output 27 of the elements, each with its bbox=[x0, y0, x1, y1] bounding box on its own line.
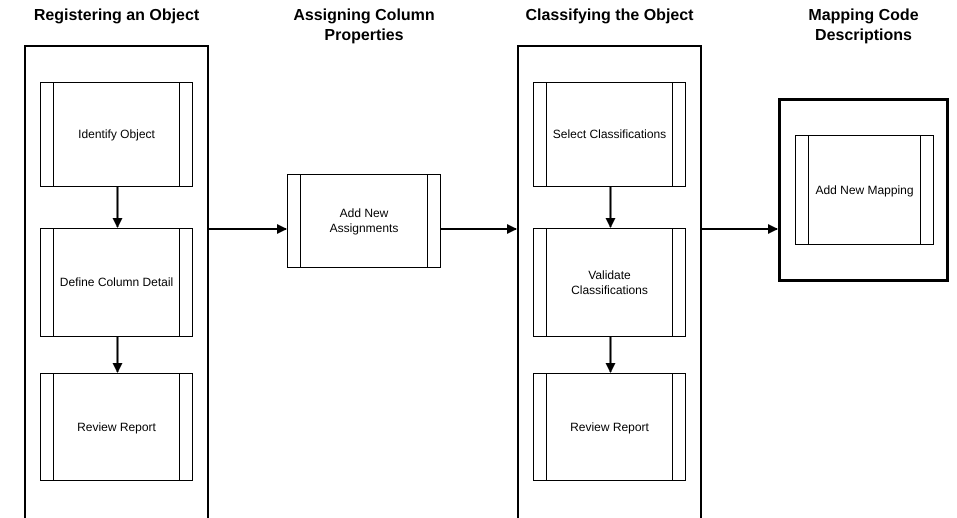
process-box bbox=[40, 82, 193, 187]
step-label: Select Classifications bbox=[552, 127, 668, 142]
process-box bbox=[795, 135, 934, 245]
panel-heading: Registering an Object bbox=[34, 6, 200, 26]
panel-heading: Classifying the Object bbox=[525, 6, 694, 26]
process-box bbox=[533, 82, 686, 187]
step-label: Define Column Detail bbox=[58, 275, 174, 290]
arrow bbox=[112, 337, 122, 373]
column-heading: Assigning Column Properties bbox=[292, 6, 436, 46]
step-label: Add New Mapping bbox=[814, 182, 915, 198]
step-label: Add New Assignments bbox=[328, 206, 400, 236]
step-label: Review Report bbox=[569, 420, 650, 434]
process-box bbox=[40, 228, 193, 337]
process-box bbox=[533, 373, 686, 481]
process-box bbox=[40, 373, 193, 481]
step-label: Validate Classifications bbox=[570, 268, 649, 298]
process-box bbox=[287, 174, 441, 268]
arrow bbox=[606, 337, 616, 373]
panel-heading: Mapping Code Descriptions bbox=[807, 6, 920, 46]
arrow bbox=[209, 224, 287, 234]
process-box bbox=[533, 228, 686, 337]
arrow bbox=[112, 187, 122, 228]
arrow bbox=[702, 224, 778, 234]
arrow bbox=[606, 187, 616, 228]
arrow bbox=[441, 224, 517, 234]
step-label: Identify Object bbox=[77, 127, 156, 142]
step-label: Review Report bbox=[76, 420, 157, 434]
